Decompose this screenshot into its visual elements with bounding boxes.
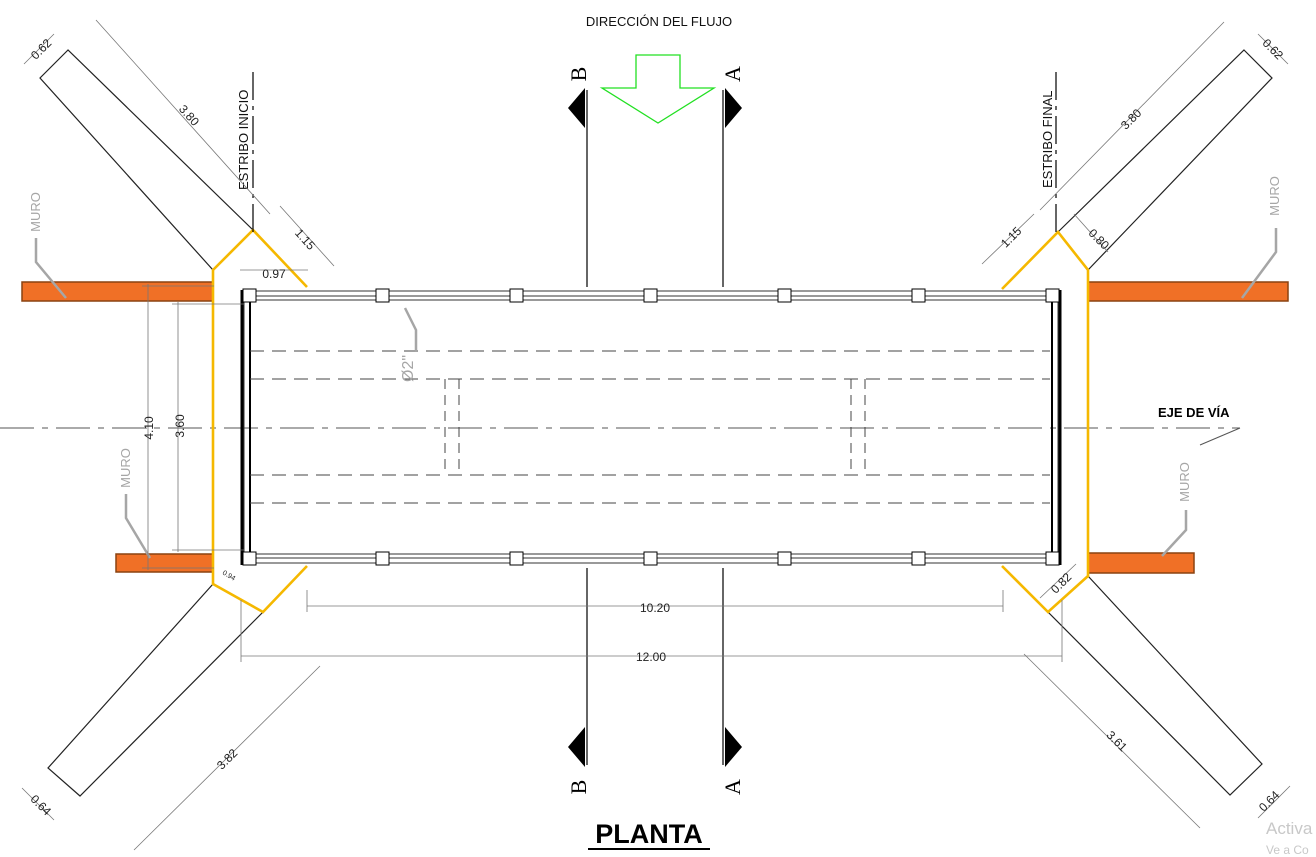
- section-b-label-top: B: [566, 67, 591, 82]
- railing-post: [777, 551, 792, 566]
- wall-label-bottom-right: MURO: [1177, 462, 1192, 502]
- wall-leader-top-right: [1240, 228, 1278, 299]
- abutment-start-label: ESTRIBO INICIO: [236, 90, 251, 190]
- dim-wing-bl-length: 3.82: [214, 746, 241, 773]
- dim-wing-br-width: 0.64: [1256, 788, 1283, 815]
- dim-line: [1257, 785, 1291, 819]
- railing-post: [777, 288, 792, 303]
- section-b-label-bottom: B: [566, 780, 591, 795]
- railing-post: [375, 288, 390, 303]
- watermark-line-2: Ve a Co: [1266, 843, 1309, 857]
- dim-wing-tl-seat: 1.15: [292, 226, 318, 253]
- wall-leader-bottom-right: [1161, 510, 1188, 557]
- section-a-label-bottom: A: [720, 779, 745, 795]
- dim-wing-bl-width: 0.64: [28, 792, 55, 819]
- railing-post: [911, 288, 926, 303]
- railing-post: [375, 551, 390, 566]
- pipe-leader: [403, 307, 418, 352]
- wall-label-top-left: MURO: [28, 192, 43, 232]
- railing-post: [643, 288, 658, 303]
- dim-line: [1039, 21, 1225, 211]
- wall-top-left: [21, 281, 214, 302]
- pipe-diameter-label: Ø2": [400, 355, 417, 382]
- road-axis-label: EJE DE VÍA: [1158, 405, 1230, 420]
- section-b-marker-bottom: [568, 727, 585, 767]
- wall-top-right: [1087, 281, 1289, 302]
- dim-span-total: 12.00: [636, 650, 666, 664]
- railing-post: [911, 551, 926, 566]
- dim-wing-tr-seat: 1.15: [998, 224, 1025, 251]
- dim-wing-tl-width: 0.62: [28, 36, 55, 63]
- wall-leader-top-left: [34, 238, 67, 299]
- wall-label-mid-left: MURO: [118, 448, 133, 488]
- plan-title: PLANTA: [595, 819, 703, 849]
- dim-wing-br-length: 3.61: [1104, 728, 1131, 755]
- railing-post: [242, 288, 257, 303]
- flow-direction-arrow: [599, 54, 717, 124]
- abutment-end-outline: [1001, 230, 1090, 614]
- wall-bottom-right: [1087, 552, 1195, 574]
- section-a-label-top: A: [720, 66, 745, 82]
- section-a-marker-bottom: [725, 727, 742, 767]
- railing-post: [1045, 288, 1060, 303]
- watermark-line-1: Activa: [1266, 819, 1313, 838]
- dim-line: [981, 213, 1035, 265]
- dim-line: [1073, 213, 1109, 253]
- deck-outline: [243, 290, 1059, 564]
- railing-post: [509, 288, 524, 303]
- dim-seat-bl: 0.94: [221, 570, 236, 583]
- dim-line: [1039, 563, 1077, 599]
- railing-post: [1045, 551, 1060, 566]
- dim-line: [1257, 33, 1289, 65]
- wall-bottom-left: [115, 553, 214, 573]
- abutment-start-outline: [211, 228, 308, 614]
- dim-span-inner: 10.20: [640, 601, 670, 615]
- wing-wall-bottom-right: [1047, 575, 1263, 796]
- flow-direction-label: DIRECCIÓN DEL FLUJO: [586, 14, 732, 29]
- dim-wing-tl-length: 3.80: [176, 102, 202, 129]
- dim-line: [95, 19, 271, 215]
- dim-line: [279, 205, 335, 267]
- dim-wing-tr-length: 3.80: [1118, 106, 1145, 133]
- abutment-end-label: ESTRIBO FINAL: [1040, 90, 1055, 188]
- section-b-marker-top: [568, 88, 585, 128]
- dim-line: [21, 787, 55, 821]
- railing-post: [643, 551, 658, 566]
- wall-leader-mid-left: [124, 494, 152, 559]
- wall-label-top-right: MURO: [1267, 176, 1282, 216]
- railing-post: [242, 551, 257, 566]
- dim-total-width: 4.10: [142, 416, 156, 440]
- dim-line: [133, 665, 321, 851]
- road-axis-leader: [1199, 427, 1241, 446]
- dim-line: [23, 33, 55, 65]
- dim-seat-tl: 0.97: [262, 267, 286, 281]
- railing-post: [509, 551, 524, 566]
- dim-deck-width: 3.60: [173, 414, 187, 438]
- dim-line: [1023, 653, 1201, 829]
- section-a-marker-top: [725, 88, 742, 128]
